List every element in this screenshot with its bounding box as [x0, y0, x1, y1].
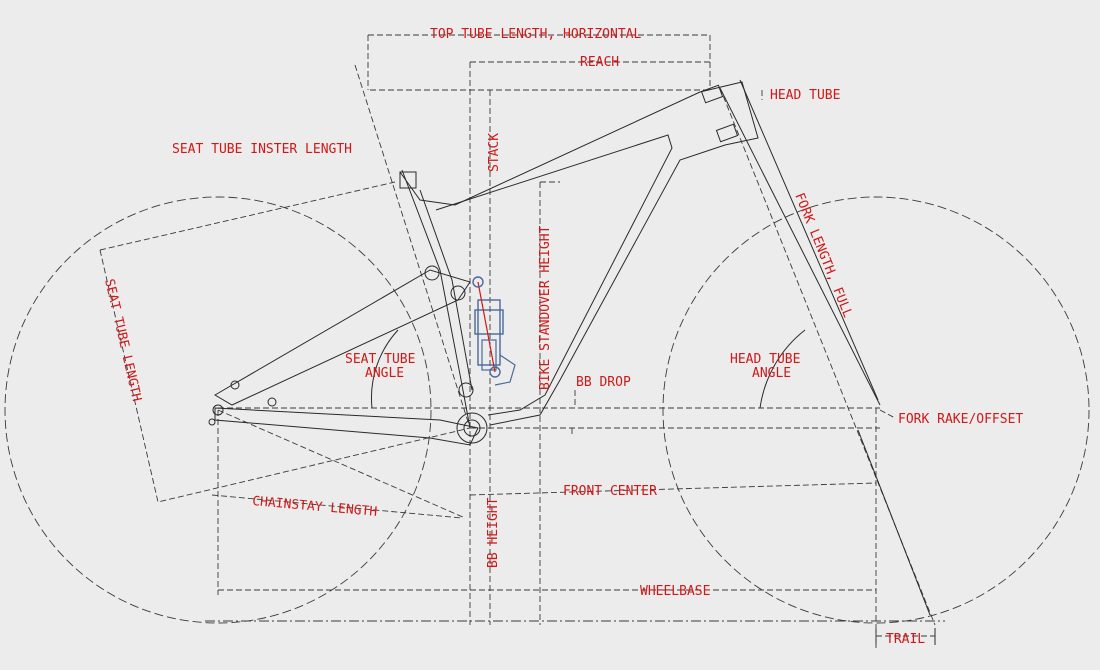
reach-label: REACH	[580, 55, 619, 70]
chainstay-label: CHAINSTAY LENGTH	[252, 494, 378, 520]
head-tube-angle-label-1: HEAD TUBE	[730, 352, 800, 367]
trail-label: TRAIL	[886, 632, 925, 647]
rear-wheel	[4, 196, 432, 624]
seat-tube-length-label: SEAT TUBE LENGTH	[101, 278, 144, 403]
wheelbase-label: WHEELBASE	[640, 584, 710, 599]
front-wheel	[662, 196, 1090, 624]
seat-tube-angle-label-2: ANGLE	[365, 366, 404, 381]
ground-lines	[205, 589, 945, 645]
bottom-bracket	[456, 412, 488, 444]
bb-drop-label: BB DROP	[576, 375, 631, 390]
seat-tube-insert-label: SEAT TUBE INSTER LENGTH	[172, 142, 352, 157]
head-tube-label: HEAD TUBE	[770, 88, 840, 103]
reference-lines	[211, 89, 896, 519]
labels: TOP TUBE LENGTH, HORIZONTAL REACH HEAD T…	[101, 27, 1023, 647]
fork-rake-label: FORK RAKE/OFFSET	[898, 412, 1023, 427]
frame-front-triangle	[399, 81, 759, 429]
steering-axis	[719, 79, 936, 626]
standover-label: BIKE STANDOVER HEIGHT	[538, 225, 553, 390]
head-tube-angle-arc	[759, 329, 806, 409]
frame-rear-triangle	[208, 265, 479, 446]
head-tube-angle-label-2: ANGLE	[752, 366, 791, 381]
stack-label: STACK	[487, 133, 502, 172]
seat-tube-length-dims	[99, 64, 471, 503]
front-center-label: FRONT CENTER	[563, 484, 657, 499]
seat-tube-angle-arc	[371, 329, 399, 409]
top-tube-label: TOP TUBE LENGTH, HORIZONTAL	[430, 27, 641, 42]
vertical-dimension-lines	[217, 34, 877, 650]
rear-shock	[472, 276, 516, 386]
fork-length-label: FORK LENGTH, FULL	[791, 191, 855, 320]
bb-height-label: BB HEIGHT	[486, 497, 501, 568]
seat-tube-angle-label-1: SEAT TUBE	[345, 352, 415, 367]
